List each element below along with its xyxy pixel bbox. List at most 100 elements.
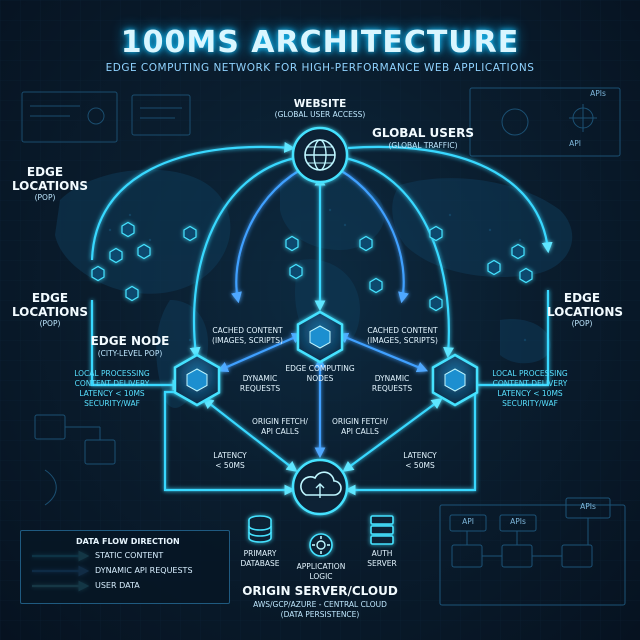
page-title: 100MS ARCHITECTURE — [120, 25, 520, 60]
server-icon — [370, 515, 394, 545]
right-detail-3: LATENCY < 10MS — [497, 389, 563, 398]
legend-item-user: USER DATA — [95, 581, 140, 590]
arrow-right-origin — [342, 398, 443, 472]
bottom-right-panel — [439, 497, 626, 606]
bottom-right-apis-label-1: APIs — [510, 517, 526, 526]
app-logic-line1: APPLICATION — [296, 562, 346, 571]
pop-marker — [511, 243, 525, 260]
bottom-right-api-label: API — [462, 517, 474, 526]
arrow-inner-left — [231, 169, 301, 304]
right-edge-node-icon — [431, 353, 479, 407]
edge-locations-mid-left-sub: (POP) — [39, 319, 61, 328]
right-detail-4: SECURITY/WAF — [502, 399, 558, 408]
origin-sub1: AWS/GCP/AZURE - CENTRAL CLOUD — [253, 600, 387, 609]
left-detail-4: SECURITY/WAF — [84, 399, 140, 408]
auth-server-line1: AUTH — [371, 549, 393, 558]
cached-right-line2: (IMAGES, SCRIPTS) — [367, 336, 438, 345]
edge-computing-line2: NODES — [306, 374, 334, 383]
pop-marker — [91, 265, 105, 282]
legend-item-dynamic: DYNAMIC API REQUESTS — [95, 566, 193, 575]
pop-marker — [183, 225, 197, 242]
latency-right-line2: < 50MS — [405, 461, 435, 470]
arrow-far-right — [458, 290, 550, 391]
edge-node-sub: (CITY-LEVEL POP) — [97, 349, 163, 358]
arrow-outer-left — [90, 141, 296, 261]
primary-db-line1: PRIMARY — [243, 549, 277, 558]
edge-locations-right-sub: (POP) — [571, 319, 593, 328]
bottom-right-apis-label-2: APIs — [580, 502, 596, 511]
arrow-center-right — [336, 332, 429, 373]
origin-fetch-left-line2: API CALLS — [261, 427, 299, 436]
cached-right-line1: CACHED CONTENT — [367, 326, 438, 335]
edge-locations-mid-left-line2: LOCATIONS — [11, 305, 89, 319]
dynamic-left-line2: REQUESTS — [239, 384, 281, 393]
arrow-left-loop — [163, 390, 296, 496]
dynamic-right-line2: REQUESTS — [371, 384, 413, 393]
right-detail-2: CONTENT DELIVERY — [492, 379, 568, 388]
pop-marker — [487, 259, 501, 276]
pop-marker — [369, 277, 383, 294]
gear-icon — [309, 533, 333, 557]
top-right-apis-label: APIs — [590, 89, 606, 98]
pop-marker — [289, 263, 303, 280]
legend-item-static: STATIC CONTENT — [95, 551, 164, 560]
edge-computing-line1: EDGE COMPUTING — [285, 364, 355, 373]
cached-left-line2: (IMAGES, SCRIPTS) — [212, 336, 283, 345]
database-icon — [248, 515, 272, 543]
edge-locations-top-left-line2: LOCATIONS — [11, 179, 89, 193]
flow-arrows — [90, 141, 553, 496]
origin-sub2: (DATA PERSISTENCE) — [280, 610, 360, 619]
legend-title: DATA FLOW DIRECTION — [76, 537, 180, 546]
pop-marker — [137, 243, 151, 260]
primary-db-line2: DATABASE — [240, 559, 280, 568]
arrow-website-left-node — [189, 156, 296, 359]
arrow-outer-right — [347, 145, 553, 254]
edge-locations-top-left-line1: EDGE — [26, 165, 64, 179]
origin-cloud-icon — [291, 458, 349, 516]
dynamic-left-line1: DYNAMIC — [242, 374, 278, 383]
pop-marker — [429, 225, 443, 242]
edge-locations-top-left-sub: (POP) — [34, 193, 56, 202]
edge-locations-mid-left-line1: EDGE — [31, 291, 69, 305]
cached-left-line1: CACHED CONTENT — [212, 326, 283, 335]
left-detail-3: LATENCY < 10MS — [79, 389, 145, 398]
app-logic-line2: LOGIC — [309, 572, 333, 581]
legend — [20, 530, 230, 604]
latency-right-line1: LATENCY — [403, 451, 437, 460]
top-left-panel — [21, 91, 191, 143]
latency-left-line1: LATENCY — [213, 451, 247, 460]
left-detail-1: LOCAL PROCESSING — [74, 369, 150, 378]
arrow-inner-right — [339, 169, 409, 304]
website-sub: (GLOBAL USER ACCESS) — [274, 110, 366, 119]
origin-fetch-right-line2: API CALLS — [341, 427, 379, 436]
website-label: WEBSITE — [293, 98, 347, 110]
pop-marker — [519, 267, 533, 284]
page-subtitle: EDGE COMPUTING NETWORK FOR HIGH-PERFORMA… — [105, 62, 535, 74]
edge-locations-right-line2: LOCATIONS — [546, 305, 624, 319]
auth-server-line2: SERVER — [367, 559, 397, 568]
left-detail-2: CONTENT DELIVERY — [74, 379, 150, 388]
website-globe-icon — [291, 126, 349, 184]
top-right-api-label: API — [569, 139, 581, 148]
arrow-center-left — [216, 333, 304, 372]
pop-marker — [285, 235, 299, 252]
arrow-left-origin — [202, 397, 298, 473]
latency-left-line2: < 50MS — [215, 461, 245, 470]
pop-marker — [359, 235, 373, 252]
pop-marker — [121, 221, 135, 238]
pop-markers — [91, 221, 533, 312]
right-detail-1: LOCAL PROCESSING — [492, 369, 568, 378]
global-users-label: GLOBAL USERS — [372, 126, 474, 140]
dynamic-right-line1: DYNAMIC — [374, 374, 410, 383]
arrow-far-left — [90, 300, 184, 391]
left-side-panel — [34, 414, 116, 506]
origin-fetch-left-line1: ORIGIN FETCH/ — [252, 417, 308, 426]
pop-marker — [429, 295, 443, 312]
global-users-sub: (GLOBAL TRAFFIC) — [388, 141, 458, 150]
edge-computing-node-icon — [296, 310, 344, 364]
pop-marker — [109, 247, 123, 264]
pop-marker — [125, 285, 139, 302]
edge-node-label: EDGE NODE — [90, 334, 170, 348]
top-right-panel — [469, 87, 621, 157]
